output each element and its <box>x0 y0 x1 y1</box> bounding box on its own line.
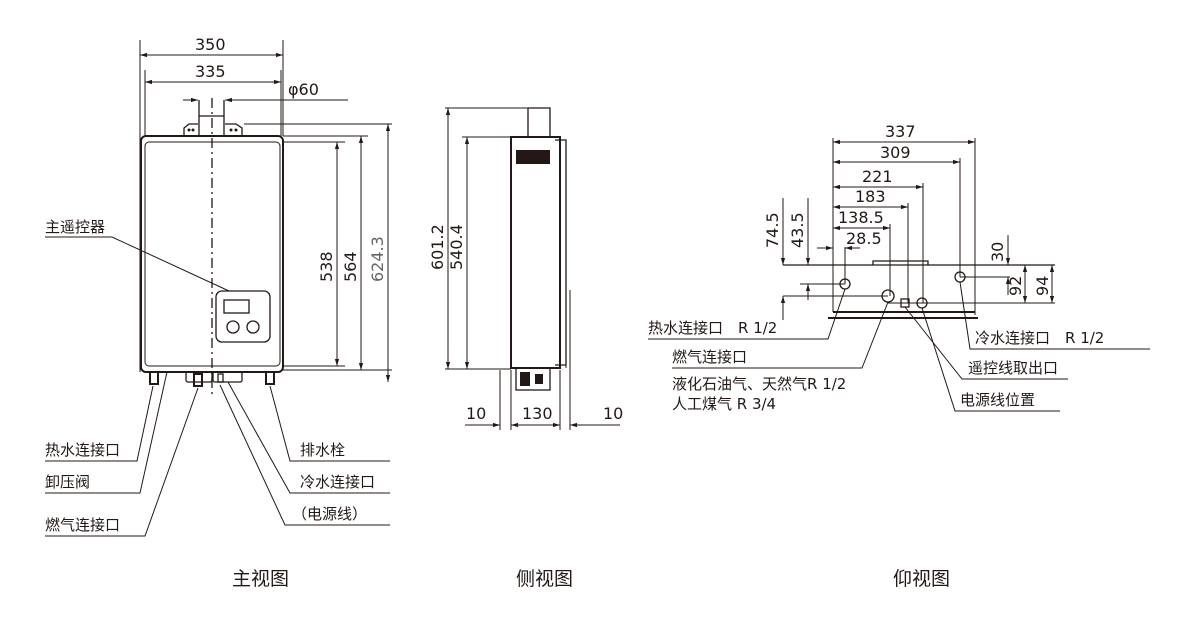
dim-540-4: 540.4 <box>447 224 466 270</box>
dim-flue-diameter: φ60 <box>288 80 319 99</box>
dim-92: 92 <box>1006 276 1025 296</box>
dim-138-5: 138.5 <box>838 208 884 227</box>
label-remote-wire-outlet: 遥控线取出口 <box>968 359 1058 377</box>
dim-94: 94 <box>1033 276 1052 296</box>
bottom-view: 337 309 221 183 138.5 28.5 74.5 43.5 30 … <box>648 122 1150 590</box>
label-drain-plug: 排水栓 <box>300 441 345 459</box>
label-cold-water-connection-r12: 冷水连接口 R 1/2 <box>975 329 1104 347</box>
dim-10-right: 10 <box>603 404 623 423</box>
label-gas-connection: 燃气连接口 <box>672 348 747 366</box>
dim-538: 538 <box>317 251 336 282</box>
dim-335: 335 <box>195 62 226 81</box>
label-gas-coal: 人工煤气 R 3/4 <box>672 395 776 413</box>
dim-564: 564 <box>341 251 360 282</box>
dim-28-5: 28.5 <box>846 229 882 248</box>
label-power-cord-position: 电源线位置 <box>960 391 1035 409</box>
bottom-fittings <box>149 371 275 387</box>
dim-337: 337 <box>885 122 916 141</box>
dim-350: 350 <box>195 35 226 54</box>
bottom-view-title: 仰视图 <box>893 568 950 590</box>
label-gas-connection: 燃气连接口 <box>45 516 120 534</box>
label-main-remote: 主遥控器 <box>45 218 105 236</box>
dim-130: 130 <box>522 404 553 423</box>
dim-309: 309 <box>880 143 911 162</box>
side-body <box>510 136 561 369</box>
front-view-title: 主视图 <box>232 568 289 590</box>
dim-601-2: 601.2 <box>428 224 447 270</box>
label-hot-water-connection: 热水连接口 <box>45 441 120 459</box>
label-hot-water-connection-r12: 热水连接口 R 1/2 <box>648 319 777 337</box>
dim-221: 221 <box>862 167 893 186</box>
dim-183: 183 <box>855 187 886 206</box>
dim-624-3: 624.3 <box>368 236 387 282</box>
label-cold-water-connection: 冷水连接口 <box>300 473 375 491</box>
side-view: 601.2 540.4 10 130 10 侧视图 <box>428 107 623 590</box>
front-view: 350 335 φ60 538 564 624.3 主遥控器 热水连接口 卸压阀… <box>45 35 392 590</box>
remote-controller <box>215 290 271 343</box>
dim-10-left: 10 <box>466 404 486 423</box>
dim-74-5: 74.5 <box>763 212 782 248</box>
dim-43-5: 43.5 <box>788 212 807 248</box>
dim-30: 30 <box>988 242 1007 262</box>
label-power-cord: （电源线） <box>292 505 367 523</box>
label-relief-valve: 卸压阀 <box>45 473 90 491</box>
label-gas-lpg-natural: 液化石油气、天然气R 1/2 <box>672 375 846 393</box>
side-view-title: 侧视图 <box>516 568 573 590</box>
